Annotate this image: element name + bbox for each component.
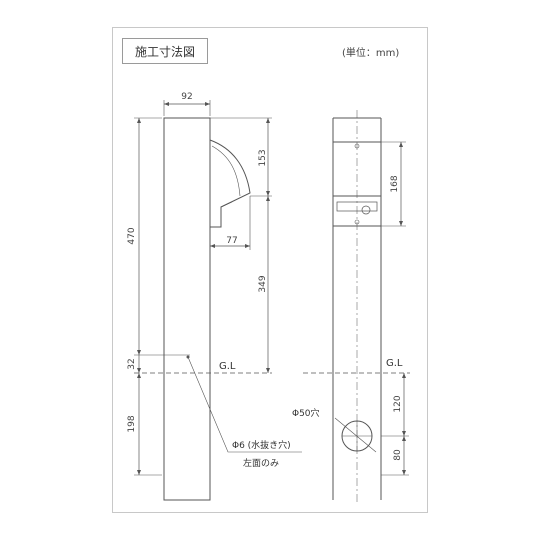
- post-side-view: [163, 117, 211, 501]
- screw-bottom: [354, 219, 360, 225]
- faucet-box-lower: [332, 195, 382, 227]
- drain-hole-label: Φ6 (水抜き穴): [232, 439, 291, 451]
- drawing-title: 施工寸法図: [122, 38, 208, 64]
- dim-spout-depth: 77: [226, 236, 237, 246]
- dim-above-gl: 32: [127, 358, 137, 369]
- spout-outline: [209, 139, 251, 228]
- dim-below-spout: 349: [258, 275, 268, 292]
- dim-below-gl: 198: [127, 415, 137, 432]
- screw-top: [354, 143, 360, 149]
- pipe-hole-label: Φ50穴: [292, 407, 320, 419]
- drain-hole-leader: [187, 356, 302, 453]
- dim-hole-from-bottom: 80: [393, 449, 403, 461]
- dim-spout-height: 153: [258, 149, 268, 166]
- gl-label-left: G.L: [219, 361, 236, 372]
- gl-label-right: G.L: [386, 358, 403, 369]
- dim-hole-from-gl: 120: [393, 395, 403, 412]
- spout-inner-line: [211, 145, 241, 197]
- drawing-frame: [112, 27, 428, 513]
- dim-width-top: 92: [181, 92, 192, 102]
- unit-label: (単位：mm): [342, 48, 400, 59]
- faucet-handle: [336, 201, 378, 212]
- spout-lower-line: [220, 201, 233, 208]
- dim-box-height: 168: [390, 175, 400, 192]
- dim-height-total: 470: [127, 227, 137, 244]
- faucet-knob: [361, 205, 371, 215]
- left-only-label: 左面のみ: [243, 457, 279, 469]
